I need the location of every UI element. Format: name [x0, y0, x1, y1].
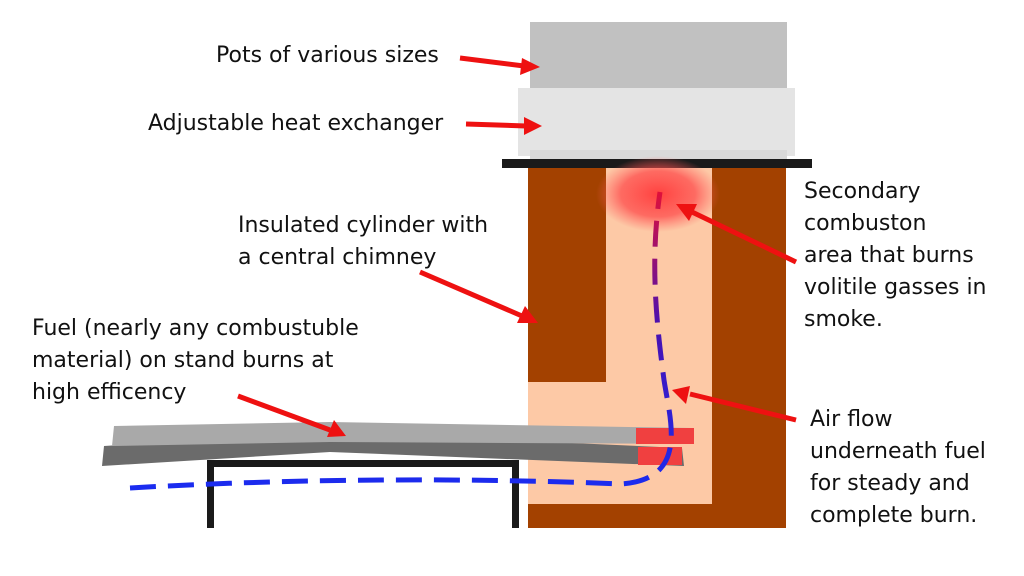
label-fuel: Fuel (nearly any combustuble material) o… — [32, 316, 359, 405]
pointer-arrows — [237, 55, 798, 437]
air-flow-path — [129, 191, 674, 491]
fuel-stand — [207, 460, 519, 528]
label-pots: Pots of various sizes — [216, 43, 439, 68]
label-air-flow: Air flow underneath fuel for steady and … — [810, 407, 986, 528]
label-insulated-cylinder: Insulated cylinder with a central chimne… — [238, 213, 489, 270]
pot — [530, 22, 787, 92]
heat-exchanger-gap — [530, 150, 787, 160]
ember-top — [636, 428, 694, 444]
label-heat-exchanger: Adjustable heat exchanger — [148, 111, 444, 136]
ember-bottom — [638, 447, 682, 465]
label-secondary-combustion: Secondary combuston area that burns voli… — [804, 179, 987, 332]
fuel-stick-upper — [112, 422, 694, 446]
heat-exchanger — [518, 88, 795, 156]
